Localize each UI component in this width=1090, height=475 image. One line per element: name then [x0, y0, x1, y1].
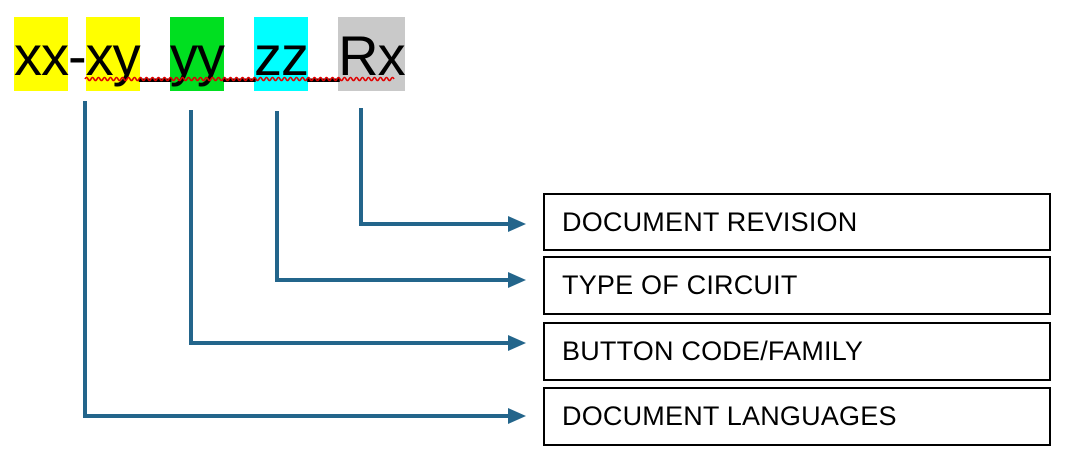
arrowhead-family-icon [508, 335, 526, 351]
code-segment-yy: yy [169, 17, 225, 91]
connector-revision-horizontal [359, 221, 508, 226]
code-separator-underscore: _ [223, 20, 255, 83]
legend-label-document-revision: DOCUMENT REVISION [562, 206, 858, 237]
arrowhead-languages-icon [508, 407, 526, 424]
connector-family-horizontal [189, 341, 508, 345]
legend-box-type-of-circuit: TYPE OF CIRCUIT [543, 256, 1051, 315]
code-segment-zz: zz [253, 17, 309, 91]
legend-box-document-revision: DOCUMENT REVISION [543, 193, 1051, 251]
spellcheck-squiggle-icon [84, 76, 395, 82]
connector-circuit-horizontal [275, 278, 508, 282]
squiggle-path [84, 76, 395, 82]
code-segment-xx: xx [14, 17, 69, 91]
legend-label-document-languages: DOCUMENT LANGUAGES [562, 401, 897, 431]
connector-languages-horizontal [83, 413, 508, 418]
arrowhead-circuit-icon [508, 272, 526, 288]
code-separator-underscore: _ [307, 20, 339, 83]
connector-revision-vertical [359, 108, 363, 226]
code-string: xx - xy _ yy _ zz _ Rx [14, 17, 406, 91]
code-separator-hyphen: - [68, 24, 87, 87]
connector-languages-vertical [83, 101, 87, 418]
code-separator-underscore: _ [139, 20, 171, 83]
connector-family-vertical [189, 110, 193, 345]
arrowhead-revision-icon [508, 215, 526, 232]
legend-box-document-languages: DOCUMENT LANGUAGES [543, 387, 1051, 446]
legend-box-button-code-family: BUTTON CODE/FAMILY [543, 322, 1051, 381]
legend-label-button-code-family: BUTTON CODE/FAMILY [562, 336, 864, 366]
connector-circuit-vertical [275, 111, 279, 282]
legend-label-type-of-circuit: TYPE OF CIRCUIT [562, 270, 798, 300]
